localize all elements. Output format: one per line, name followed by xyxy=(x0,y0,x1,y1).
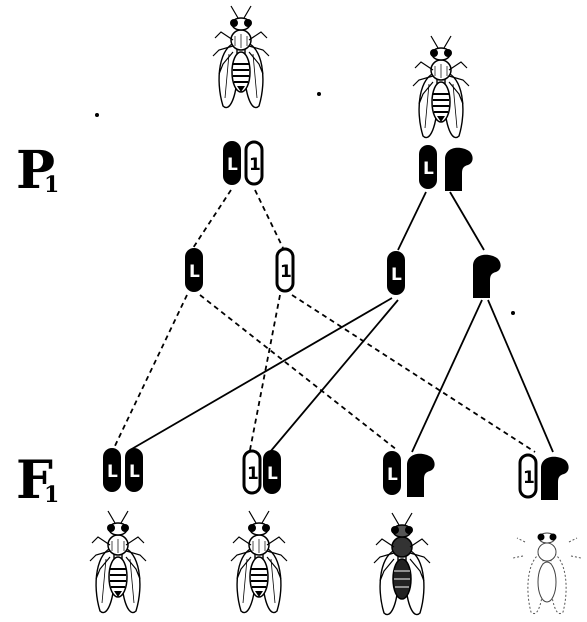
f1-c-chromosomes: L xyxy=(383,451,435,497)
f1-b-chromosomes: 1 L xyxy=(242,449,281,495)
gamete-L-dashed: L xyxy=(185,248,203,292)
f1-fly-a-illustration xyxy=(89,510,147,614)
f1-fly-d-illustration xyxy=(512,532,582,615)
f1-d-chromosomes: 1 xyxy=(518,453,569,500)
chromosome-label: L xyxy=(387,465,398,485)
line-g1-to-f1d xyxy=(291,294,536,453)
p1-fly-b-illustration xyxy=(412,35,470,139)
f1-fly-c-illustration xyxy=(373,512,431,616)
chromosome-label: L xyxy=(267,464,278,484)
svg-text:1: 1 xyxy=(44,172,59,198)
line-p1b-to-gamete-L xyxy=(397,191,427,251)
inheritance-lines xyxy=(112,189,554,453)
p1-parent-a-chromosomes: L 1 xyxy=(223,140,264,186)
f1-fly-b-illustration xyxy=(230,510,288,614)
chromosome-label: 1 xyxy=(280,262,292,282)
chromosome-label: 1 xyxy=(247,464,259,484)
chromosome-label: L xyxy=(391,265,402,285)
svg-text:P: P xyxy=(16,140,55,201)
line-p1b-to-gamete-hook xyxy=(449,191,485,251)
svg-text:1: 1 xyxy=(44,482,59,508)
chromosome-label: L xyxy=(423,159,434,179)
f1-label: F 1 xyxy=(16,450,59,511)
p1-label: P 1 xyxy=(16,140,59,201)
gamete-1-dashed: 1 xyxy=(275,247,295,293)
chromosome-label: L xyxy=(227,155,238,175)
p1-parent-b-chromosomes: L xyxy=(419,145,473,191)
f1-a-chromosomes: L L xyxy=(103,448,143,492)
svg-text:F: F xyxy=(16,450,53,511)
line-ghook-to-f1d xyxy=(487,299,554,453)
line-gL2-to-f1a xyxy=(129,297,393,451)
gamete-hook-solid xyxy=(473,254,501,298)
chromosome-label: L xyxy=(107,462,118,482)
line-gL2-to-f1b xyxy=(269,299,399,453)
chromosome-label: 1 xyxy=(523,468,535,488)
gamete-L-solid: L xyxy=(387,251,405,295)
line-p1a-to-gamete-1 xyxy=(254,189,284,249)
line-ghook-to-f1c xyxy=(411,299,483,453)
stray-dots xyxy=(95,92,515,315)
chromosome-label: 1 xyxy=(249,155,261,175)
chromosome-label: L xyxy=(189,262,200,282)
line-p1a-to-gamete-L xyxy=(192,189,232,249)
chromosome-label: L xyxy=(129,462,140,482)
p1-fly-a-illustration xyxy=(212,5,270,109)
line-gL-to-f1a xyxy=(112,294,188,451)
line-gL-to-f1c xyxy=(199,294,398,451)
